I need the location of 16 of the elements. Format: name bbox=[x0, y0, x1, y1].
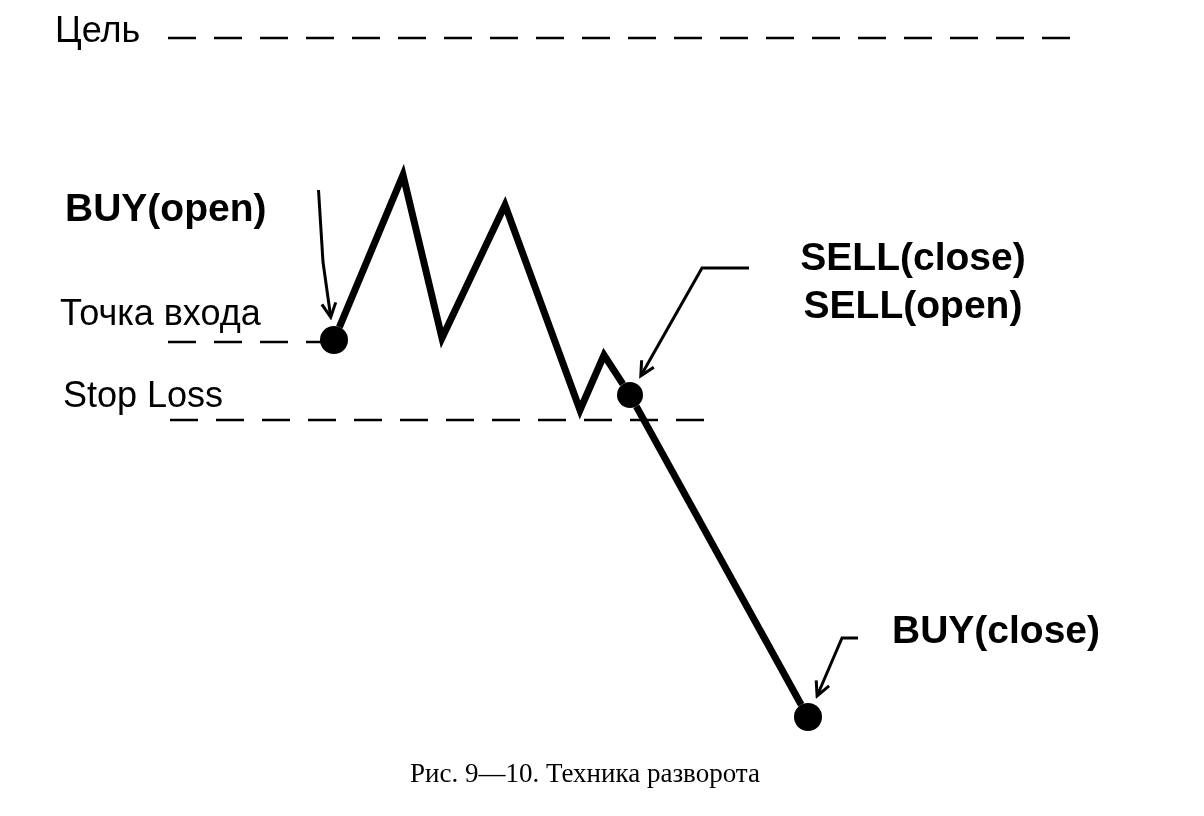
leader-arrow bbox=[814, 636, 858, 698]
leader-arrow bbox=[639, 266, 749, 378]
level-label: Цель bbox=[55, 9, 141, 51]
order-label: BUY(close) bbox=[892, 608, 1101, 653]
level-label: Точка входа bbox=[60, 292, 261, 334]
order-label: BUY(open) bbox=[65, 186, 267, 231]
order-label: SELL(close) bbox=[799, 234, 1027, 280]
price-dot bbox=[617, 382, 643, 408]
figure-caption: Рис. 9—10. Техника разворота bbox=[410, 758, 760, 790]
leader-arrow bbox=[317, 189, 338, 319]
price-dot bbox=[320, 326, 348, 354]
order-label: SELL(open) bbox=[802, 282, 1024, 328]
level-label: Stop Loss bbox=[63, 374, 224, 416]
price-line bbox=[336, 163, 626, 420]
price-dot bbox=[794, 703, 822, 731]
price-line bbox=[633, 404, 805, 707]
